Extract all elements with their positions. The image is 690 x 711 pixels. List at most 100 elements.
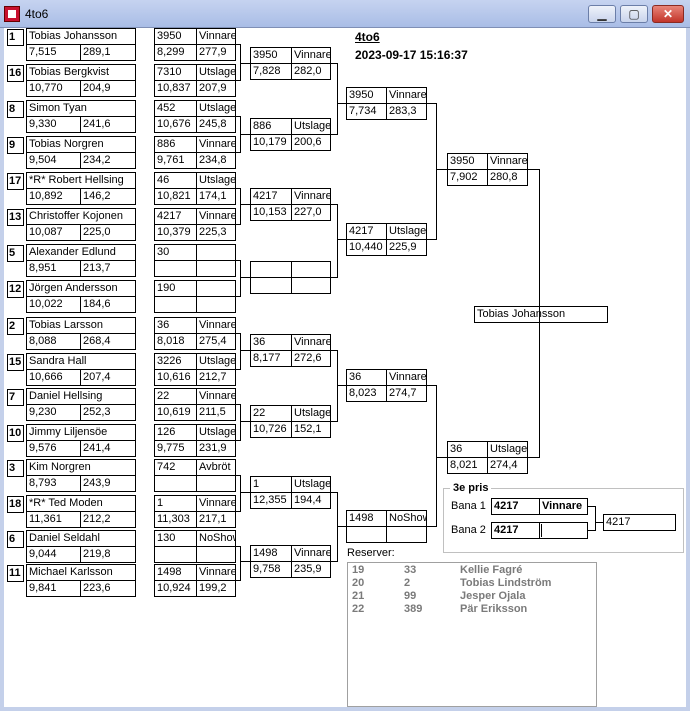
- match-score[interactable]: 130: [154, 530, 197, 547]
- match-result[interactable]: Vinnare: [196, 388, 236, 405]
- match-score[interactable]: 4217: [154, 208, 197, 225]
- match-result[interactable]: Vinnare: [291, 188, 331, 205]
- bracket-connector: [240, 404, 241, 441]
- title-bar[interactable]: 4to6 ▁ ▢ ✕: [0, 0, 690, 28]
- bana2-result-input[interactable]: [539, 522, 588, 539]
- match-result[interactable]: Vinnare: [196, 317, 236, 334]
- match-result[interactable]: Utslagen: [291, 476, 331, 493]
- player-name[interactable]: Kim Norgren: [26, 459, 136, 476]
- match-result[interactable]: Utslagen: [196, 172, 236, 189]
- match-result[interactable]: Vinnare: [291, 334, 331, 351]
- player-name[interactable]: Tobias Bergkvist: [26, 64, 136, 81]
- match-score[interactable]: 36: [250, 334, 292, 351]
- player-name[interactable]: Simon Tyan: [26, 100, 136, 117]
- match-stat-d: [291, 277, 331, 294]
- player-name[interactable]: Michael Karlsson: [26, 564, 136, 581]
- player-stat-a: 7,515: [26, 44, 81, 61]
- bana1-result[interactable]: Vinnare: [539, 498, 588, 515]
- match-score[interactable]: 30: [154, 244, 197, 261]
- match-result[interactable]: Utslagen: [291, 118, 331, 135]
- match-score[interactable]: 190: [154, 280, 197, 297]
- player-name[interactable]: Tobias Norgren: [26, 136, 136, 153]
- match-score[interactable]: 1: [250, 476, 292, 493]
- match-score[interactable]: 4217: [346, 223, 387, 240]
- player-name[interactable]: Daniel Seldahl: [26, 530, 136, 547]
- maximize-button[interactable]: ▢: [620, 5, 648, 23]
- bana2-score[interactable]: 4217: [491, 522, 540, 539]
- match-result[interactable]: Vinnare: [386, 369, 427, 386]
- match-score[interactable]: 1: [154, 495, 197, 512]
- close-button[interactable]: ✕: [652, 5, 684, 23]
- player-name[interactable]: Tobias Larsson: [26, 317, 136, 334]
- match-score[interactable]: 36: [154, 317, 197, 334]
- player-name[interactable]: *R* Robert Hellsing: [26, 172, 136, 189]
- match-result[interactable]: Vinnare: [196, 28, 236, 45]
- text-cursor: [541, 524, 542, 537]
- app-logo-icon: [4, 6, 20, 22]
- match-score[interactable]: 3950: [447, 153, 488, 170]
- match-stat-d: 231,9: [196, 440, 236, 457]
- match-score[interactable]: 36: [346, 369, 387, 386]
- match-result[interactable]: Vinnare: [196, 564, 236, 581]
- player-name[interactable]: Sandra Hall: [26, 353, 136, 370]
- match-score[interactable]: 126: [154, 424, 197, 441]
- seed-number: 15: [7, 354, 24, 371]
- match-result[interactable]: Utslagen: [196, 353, 236, 370]
- match-result[interactable]: Avbröt: [196, 459, 236, 476]
- match-result[interactable]: [291, 261, 331, 278]
- match-result[interactable]: NoShow: [386, 510, 427, 527]
- match-score[interactable]: 46: [154, 172, 197, 189]
- match-result[interactable]: Utslagen: [487, 441, 528, 458]
- match-result[interactable]: Utslagen: [196, 64, 236, 81]
- third-place-winner[interactable]: 4217: [603, 514, 676, 531]
- match-score[interactable]: 22: [250, 405, 292, 422]
- match-result[interactable]: Utslagen: [386, 223, 427, 240]
- match-score[interactable]: 1498: [154, 564, 197, 581]
- bracket-connector: [240, 333, 241, 370]
- match-score[interactable]: 742: [154, 459, 197, 476]
- match-result[interactable]: [196, 244, 236, 261]
- match-score[interactable]: 22: [154, 388, 197, 405]
- match-score[interactable]: 36: [447, 441, 488, 458]
- match-result[interactable]: Vinnare: [487, 153, 528, 170]
- player-name[interactable]: Christoffer Kojonen: [26, 208, 136, 225]
- tournament-winner[interactable]: Tobias Johansson: [474, 306, 608, 323]
- match-score[interactable]: 3950: [154, 28, 197, 45]
- match-score[interactable]: 3226: [154, 353, 197, 370]
- match-score[interactable]: [250, 261, 292, 278]
- match-score[interactable]: 1498: [250, 545, 292, 562]
- bracket-connector: [240, 475, 241, 512]
- player-name[interactable]: Jörgen Andersson: [26, 280, 136, 297]
- bana1-score[interactable]: 4217: [491, 498, 540, 515]
- player-name[interactable]: *R* Ted Moden: [26, 495, 136, 512]
- match-result[interactable]: Vinnare: [291, 47, 331, 64]
- match-result[interactable]: Utslagen: [291, 405, 331, 422]
- player-name[interactable]: Daniel Hellsing: [26, 388, 136, 405]
- minimize-button[interactable]: ▁: [588, 5, 616, 23]
- player-name[interactable]: Jimmy Liljensöe: [26, 424, 136, 441]
- match-score[interactable]: 1498: [346, 510, 387, 527]
- player-name[interactable]: Tobias Johansson: [26, 28, 136, 45]
- match-result[interactable]: Vinnare: [196, 495, 236, 512]
- match-score[interactable]: 4217: [250, 188, 292, 205]
- match-result[interactable]: Vinnare: [196, 208, 236, 225]
- match-result[interactable]: Utslagen: [196, 424, 236, 441]
- match-result[interactable]: Vinnare: [386, 87, 427, 104]
- match-result[interactable]: Utslagen: [196, 100, 236, 117]
- match-score[interactable]: 886: [154, 136, 197, 153]
- match-result[interactable]: Vinnare: [291, 545, 331, 562]
- match-score[interactable]: 886: [250, 118, 292, 135]
- match-score[interactable]: 3950: [250, 47, 292, 64]
- match-result[interactable]: Vinnare: [196, 136, 236, 153]
- match-score[interactable]: 7310: [154, 64, 197, 81]
- match-result[interactable]: [196, 280, 236, 297]
- match-result[interactable]: NoShow: [196, 530, 236, 547]
- match-score[interactable]: 3950: [346, 87, 387, 104]
- match-score[interactable]: 452: [154, 100, 197, 117]
- player-name[interactable]: Alexander Edlund: [26, 244, 136, 261]
